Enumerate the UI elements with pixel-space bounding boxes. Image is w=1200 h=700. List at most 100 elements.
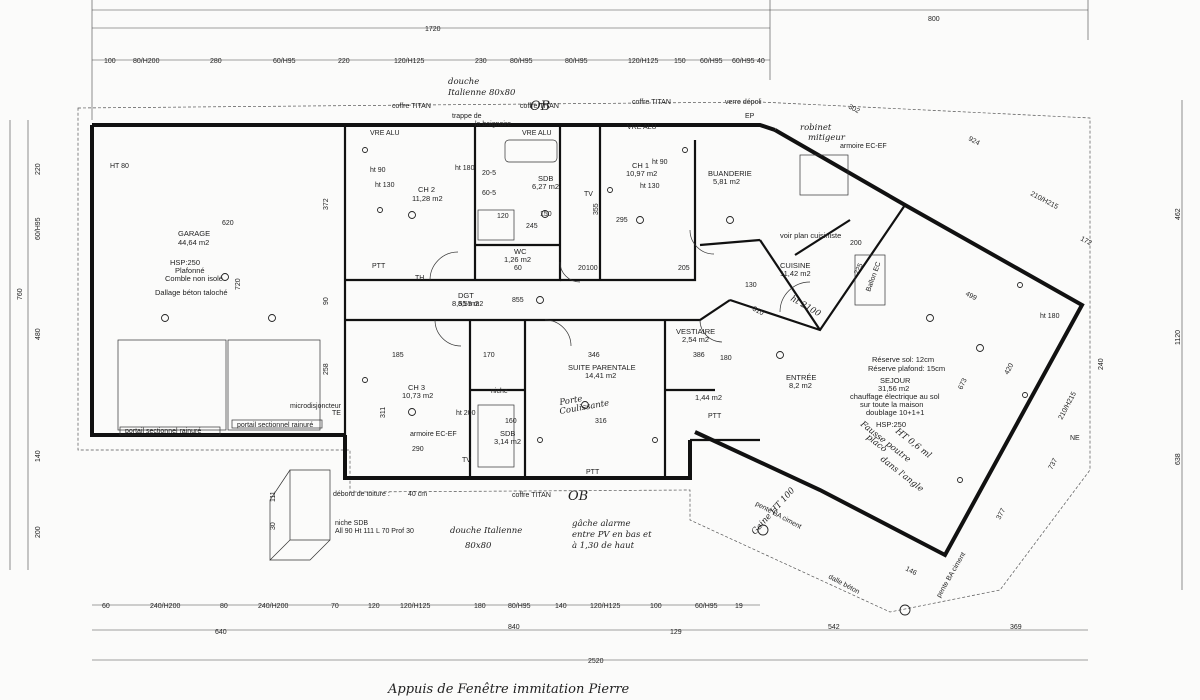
dim-label: 210/H215 — [1058, 391, 1078, 421]
dim-label: 20-5 — [482, 170, 496, 177]
ceiling-light-icon — [776, 351, 784, 359]
label-ptt: PTT — [708, 413, 722, 420]
dim-label: 100 — [586, 265, 598, 272]
hand-robinet: robinet — [800, 123, 832, 133]
ceiling-light-icon — [536, 296, 544, 304]
room-dgt-name: DGT — [458, 291, 474, 300]
hand-robinet: mitigeur — [808, 133, 846, 143]
outlet-icon — [957, 477, 963, 483]
ceiling-light-icon — [726, 216, 734, 224]
label-debord-val: 40 cm — [408, 491, 427, 498]
dim-label: 355 — [593, 203, 600, 215]
label-ht: ht 180 — [455, 165, 475, 172]
dim-label: 230 — [475, 58, 487, 65]
dim-label: 80/H95 — [565, 58, 588, 65]
room-sdb-name: SDB — [538, 174, 553, 183]
room-ch1-name: CH 1 — [632, 161, 649, 170]
outlet-icon — [1017, 282, 1023, 288]
label-dalle: dalle béton — [827, 574, 861, 596]
hand-ob: OB — [568, 489, 588, 504]
room-sejour: Réserve sol: 12cm Réserve plafond: 15cm … — [850, 355, 945, 429]
room-note: Dallage béton taloché — [155, 288, 228, 297]
room-buanderie-name: BUANDERIE — [708, 169, 752, 178]
dim-label: 146 — [904, 566, 918, 578]
shower-tray — [477, 404, 515, 468]
dim-label: 129 — [670, 629, 682, 636]
hand-ob: OB — [530, 99, 550, 114]
garage-door-zone — [227, 339, 321, 431]
label-debord: débord de toiture : — [333, 491, 390, 498]
dim-label: 20 — [578, 265, 586, 272]
dim-label: 673 — [957, 377, 968, 391]
dim-label: 210/H215 — [1029, 191, 1059, 211]
dim-label: 220 — [35, 163, 42, 175]
hand-gache: entre PV en bas et — [572, 530, 652, 540]
top-dimensions: 800 1720 100 80/H200 280 60/H95 220 120/… — [91, 0, 1089, 120]
room-garage: GARAGE 44,64 m2 HSP:250 Plafonné Comble … — [155, 229, 228, 297]
label-ep: EP — [745, 113, 755, 120]
label-vre: VRE ALU — [522, 130, 552, 137]
dim-label: 760 — [17, 288, 24, 300]
label-coffre: coffre TITAN — [392, 103, 431, 110]
label-portail: portail sectionnel rainuré — [237, 422, 313, 429]
room-sdb-area: 6,27 m2 — [532, 182, 559, 191]
outlet-icon — [1022, 392, 1028, 398]
dim-label: 60 — [514, 265, 522, 272]
label-niche-dims: All 90 Ht 111 L 70 Prof 30 — [335, 528, 414, 535]
label-ht: ht 200 — [456, 410, 476, 417]
dim-label: 311 — [380, 407, 387, 418]
label-tv: TV — [462, 457, 471, 464]
niche-sketch — [269, 469, 331, 561]
dim-label: 180 — [720, 355, 732, 362]
dim-label: 80/H200 — [133, 58, 160, 65]
dim-label: 180 — [474, 603, 486, 610]
room-note: Comble non isolé — [165, 274, 223, 283]
outlet-icon — [607, 187, 613, 193]
label-armoire: armoire EC-EF — [840, 143, 887, 150]
dim-label: 295 — [616, 217, 628, 224]
dim-label: 150 — [674, 58, 686, 65]
dim-label: 90 — [323, 297, 330, 305]
ceiling-light-icon — [268, 314, 276, 322]
room-sdb2-name: SDB — [500, 429, 515, 438]
dim-label: 720 — [235, 278, 242, 290]
label-th: TH — [415, 275, 424, 282]
label-ballon: Ballon EC — [865, 261, 882, 293]
room-entree-area: 8,2 m2 — [789, 381, 812, 390]
room-hsp: HSP:250 — [170, 258, 200, 267]
room-dgt-area: 8,55 m2 — [452, 299, 479, 308]
room-vestiaire-area: 2,54 m2 — [682, 335, 709, 344]
ceiling-light-icon — [581, 401, 589, 409]
dim-label: 386 — [693, 352, 705, 359]
room-note: Réserve sol: 12cm — [872, 355, 934, 364]
dim-label: 840 — [508, 624, 520, 631]
dim-label: 185 — [392, 352, 404, 359]
label-te: TE — [332, 410, 341, 417]
outlet-icon — [377, 207, 383, 213]
dim-label: 120 — [497, 213, 509, 220]
label-ht: ht 90 — [370, 167, 386, 174]
dim-label: 369 — [1010, 624, 1022, 631]
dim-label: 290 — [412, 446, 424, 453]
dim-label: 372 — [323, 198, 330, 210]
dim-label: 620 — [222, 220, 234, 227]
hand-douche-top: douche — [448, 77, 479, 87]
room-cuisine-area: 11,42 m2 — [780, 269, 811, 278]
label-portail: portail sectionnel rainuré — [125, 428, 201, 435]
label-tv: TV — [584, 191, 593, 198]
dim-label: 130 — [745, 282, 757, 289]
right-dimensions: 462 1120 638 240 — [1098, 100, 1183, 590]
room-area: 31,56 m2 — [878, 384, 909, 393]
dim-top-right-total: 800 — [928, 16, 940, 23]
dim-label: 40 — [757, 58, 765, 65]
dim-label: 542 — [828, 624, 840, 631]
hand-gaine: Gaine HT 100 — [750, 485, 798, 537]
hand-gache: à 1,30 de haut — [572, 540, 635, 551]
dim-label: 120 — [368, 603, 380, 610]
dim-label: 100 — [104, 58, 116, 65]
dim-label: 60/H95 — [700, 58, 723, 65]
outdoor-light-icon — [757, 524, 769, 536]
dim-label: 1120 — [1175, 330, 1182, 345]
outlet-icon — [682, 147, 688, 153]
roof-overhang — [77, 101, 1091, 613]
